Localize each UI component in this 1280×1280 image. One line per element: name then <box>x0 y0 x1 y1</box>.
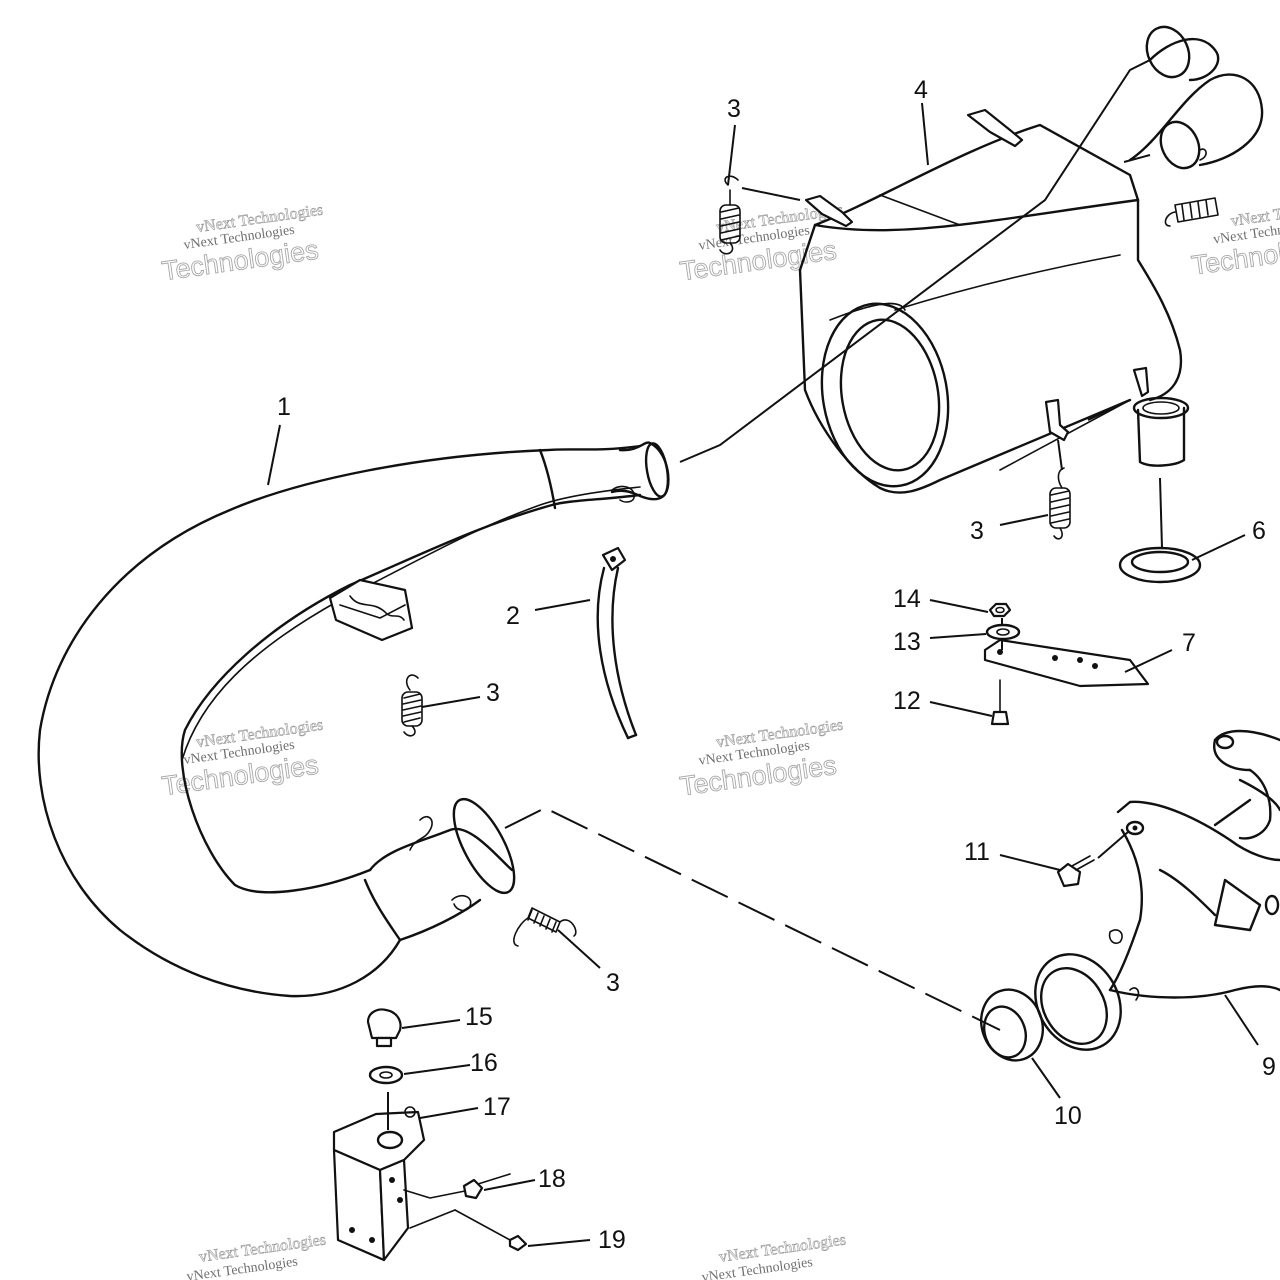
callout-12: 12 <box>893 687 921 715</box>
callout-10: 10 <box>1054 1102 1082 1130</box>
callout-13: 13 <box>893 628 921 656</box>
callout-6: 6 <box>1252 517 1266 545</box>
spring-far-right <box>1164 197 1219 227</box>
callout-14: 14 <box>893 585 921 613</box>
callout-11: 11 <box>964 838 990 866</box>
watermark-bottom-left: vNext Technologies vNext Technologies <box>186 1231 328 1280</box>
spring-lower <box>513 907 577 947</box>
callout-16: 16 <box>470 1049 498 1077</box>
callout-7: 7 <box>1182 629 1196 657</box>
callout-3-right: 3 <box>970 517 984 545</box>
nut-14 <box>988 602 1012 618</box>
assembly-guide-lines <box>387 59 1163 1130</box>
strap <box>596 546 638 740</box>
callout-15: 15 <box>465 1003 493 1031</box>
callout-17: 17 <box>483 1093 511 1121</box>
callout-1: 1 <box>277 393 291 421</box>
mount-bracket-17 <box>332 1106 471 1262</box>
callout-18: 18 <box>538 1165 566 1193</box>
callout-3-lower: 3 <box>606 969 620 997</box>
mounting-plate <box>983 638 1150 688</box>
expansion-chamber-pipe <box>37 441 670 998</box>
washer-16 <box>368 1065 404 1085</box>
watermark-mid-center: vNext Technologies Technologies vNext Te… <box>678 716 845 802</box>
gasket-ring <box>1118 546 1202 584</box>
seal-ring <box>980 988 1044 1062</box>
callout-3-center: 3 <box>486 679 500 707</box>
screw-12 <box>990 679 1010 726</box>
rubber-mount-15 <box>366 1008 402 1048</box>
spring-upper <box>719 175 741 255</box>
screw-18 <box>462 1173 511 1200</box>
spring-center <box>401 674 423 737</box>
callout-19: 19 <box>598 1226 626 1254</box>
screw-19 <box>454 1209 528 1252</box>
callout-leaders <box>267 102 1259 1247</box>
watermark-bottom-center: vNext Technologies vNext Technologies <box>701 1231 847 1280</box>
exhaust-manifold <box>1034 729 1280 1051</box>
callout-9: 9 <box>1262 1053 1276 1081</box>
watermark-top-left: vNext Technologies Technologies vNext Te… <box>160 201 325 287</box>
bolt-11 <box>1056 855 1095 888</box>
washer-13 <box>985 623 1021 641</box>
callout-numbers: 1 2 3 3 3 3 4 6 7 9 10 11 12 13 14 15 16… <box>277 76 1276 1254</box>
callout-2: 2 <box>506 602 520 630</box>
spring-right <box>1049 467 1071 540</box>
muffler <box>798 25 1264 494</box>
callout-4: 4 <box>914 76 928 104</box>
callout-3-upper: 3 <box>727 95 741 123</box>
